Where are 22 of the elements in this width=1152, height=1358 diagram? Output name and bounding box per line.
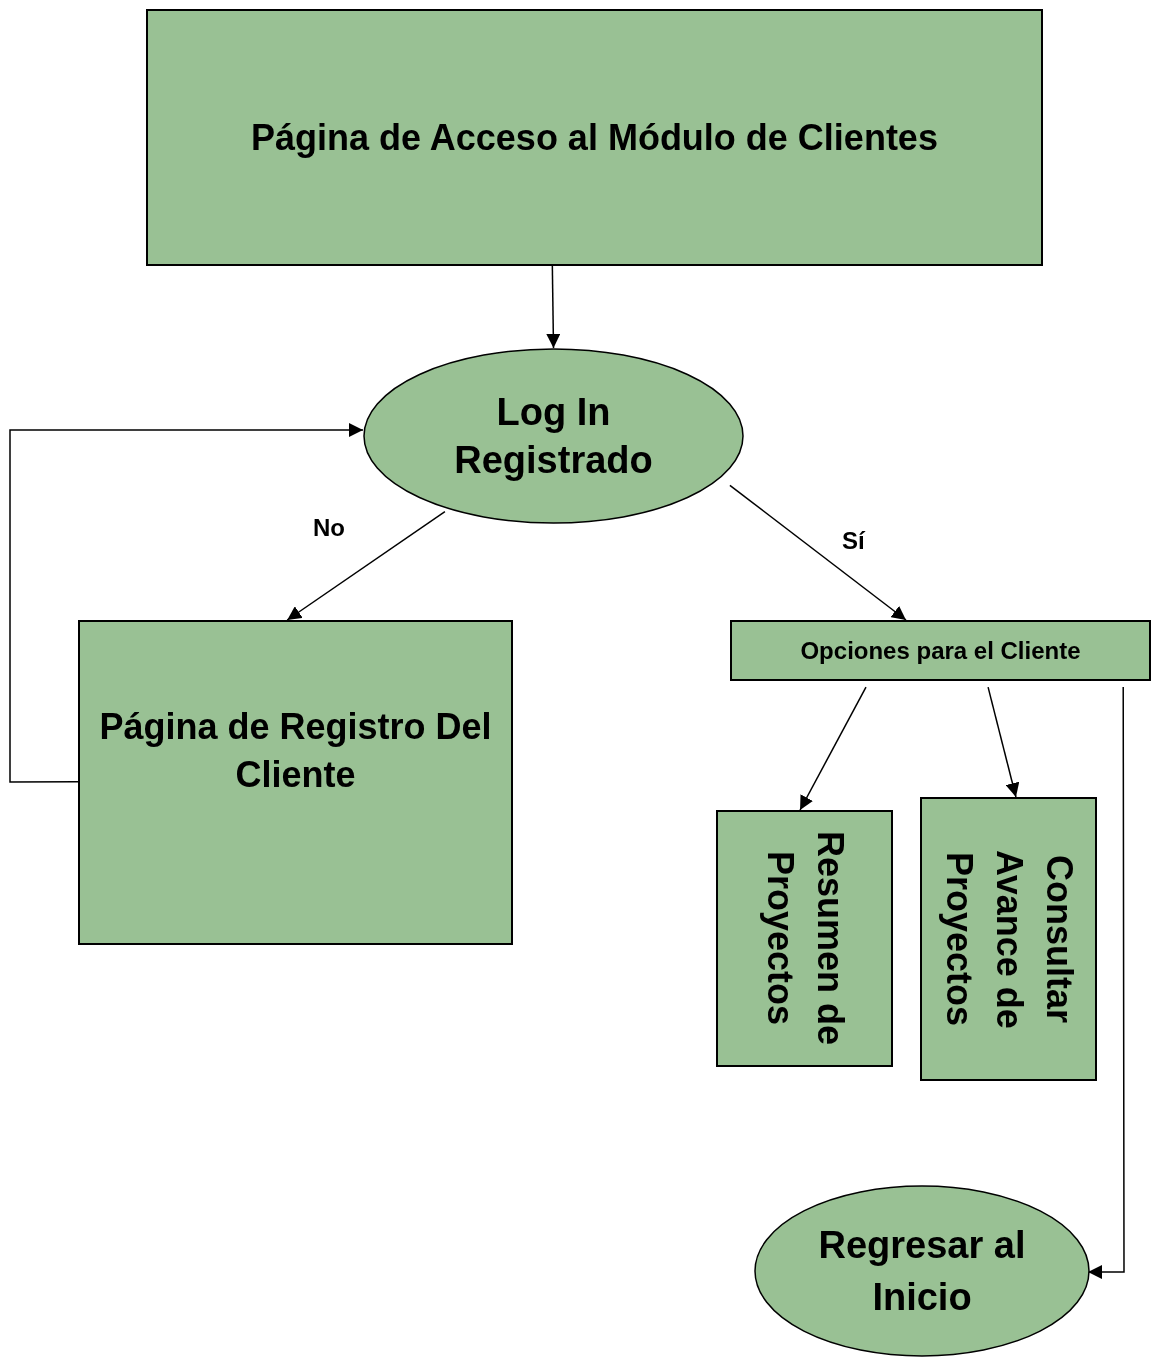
arrow	[286, 510, 446, 621]
process-box	[920, 797, 1097, 1081]
process-box	[146, 9, 1043, 266]
edge-label: Sí	[842, 526, 865, 556]
process-box	[716, 810, 893, 1067]
arrow	[987, 686, 1020, 798]
node-text: Página de Acceso al Módulo de Clientes	[251, 115, 938, 160]
node-text: Resumen de Proyectos	[758, 830, 852, 1048]
arrow	[546, 265, 561, 349]
process-box	[730, 620, 1151, 681]
node-text: Opciones para el Cliente	[800, 635, 1081, 666]
arrow	[799, 686, 867, 811]
arrow	[9, 423, 364, 783]
arrow	[729, 484, 907, 621]
terminal-ellipse	[363, 348, 744, 524]
terminal-ellipse	[754, 1185, 1090, 1357]
node-text: Página de Registro Del Cliente	[98, 704, 493, 797]
edge-label: No	[313, 513, 345, 543]
node-text: Log In Registrado	[453, 390, 654, 483]
process-box	[78, 620, 513, 945]
node-text: Regresar al Inicio	[817, 1223, 1027, 1320]
node-text: Consultar Avance de Proyectos	[937, 848, 1081, 1031]
